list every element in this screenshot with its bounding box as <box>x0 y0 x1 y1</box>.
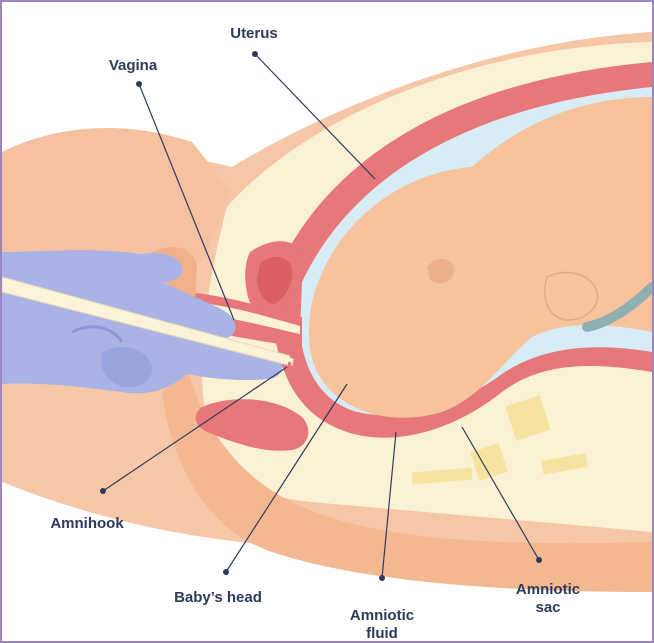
label-amniotic-fluid-line2: fluid <box>366 625 398 641</box>
leader-dot <box>252 51 258 57</box>
label-amniotic-sac-line2: sac <box>535 599 560 616</box>
leader-dot <box>536 557 542 563</box>
label-amniotic-fluid-line1: Amniotic <box>350 607 414 624</box>
label-babys-head: Baby’s head <box>174 589 262 606</box>
label-amniotic-sac-line1: Amniotic <box>516 581 580 598</box>
label-vagina: Vagina <box>109 57 158 74</box>
leader-dot <box>100 488 106 494</box>
leader-dot <box>379 575 385 581</box>
label-amnihook: Amnihook <box>50 515 124 532</box>
leader-dot <box>136 81 142 87</box>
baby-hand <box>545 272 598 320</box>
label-uterus: Uterus <box>230 25 278 42</box>
leader-dot <box>223 569 229 575</box>
mother-thigh <box>2 128 232 262</box>
